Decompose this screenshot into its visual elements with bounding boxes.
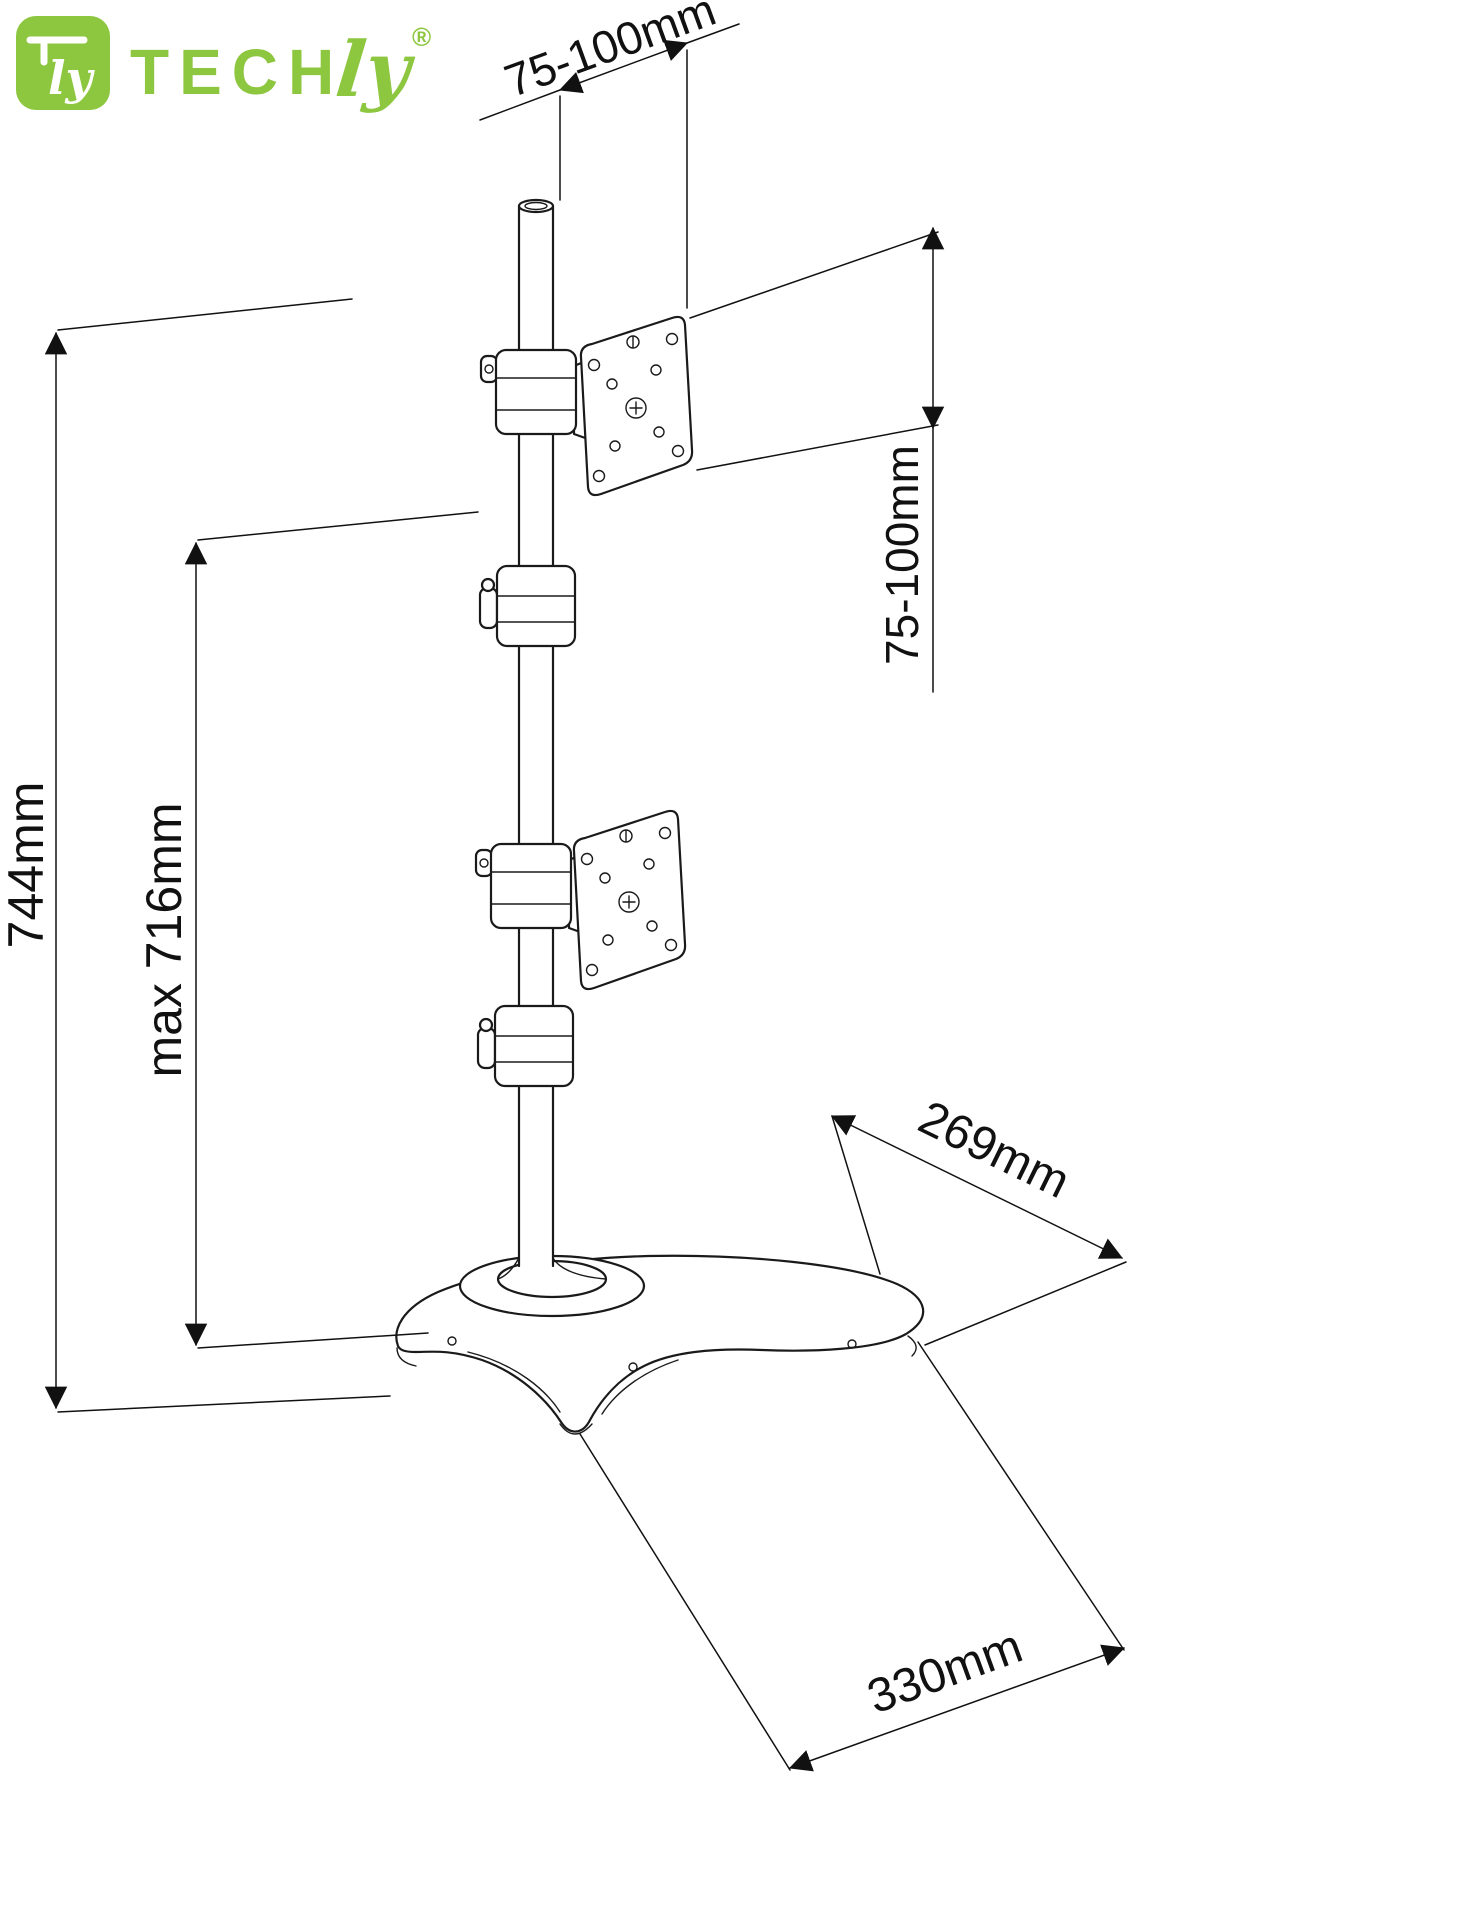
dimension-label-total-height: 744mm: [0, 782, 54, 949]
clamp-ring-middle: [478, 564, 577, 648]
dimension-label-vesa-width: 75-100mm: [498, 0, 722, 107]
vesa-plate-upper: [579, 315, 694, 497]
dimension-vesa-height: 75-100mm: [689, 226, 945, 693]
clamp-ring-lower: [476, 1004, 575, 1088]
dimension-base-width: 330mm: [579, 1341, 1126, 1772]
dimension-label-vesa-height: 75-100mm: [876, 445, 928, 665]
pole-top-cap: [517, 198, 555, 214]
dimension-label-max-height: max 716mm: [136, 802, 192, 1077]
techly-logo: ly TECH ly ®: [16, 16, 431, 114]
vesa-plate-lower: [572, 809, 687, 991]
dimension-total-height: 744mm: [0, 298, 391, 1413]
dimension-label-base-width: 330mm: [861, 1620, 1030, 1725]
dimension-max-height: max 716mm: [136, 511, 479, 1349]
brand-registered-mark: ®: [412, 22, 431, 52]
stand-base: [395, 1254, 925, 1435]
brand-word: TECH: [130, 36, 344, 108]
dimension-label-base-depth: 269mm: [910, 1091, 1077, 1209]
logo-icon-script: ly: [48, 51, 95, 105]
brand-script: ly: [332, 24, 419, 114]
